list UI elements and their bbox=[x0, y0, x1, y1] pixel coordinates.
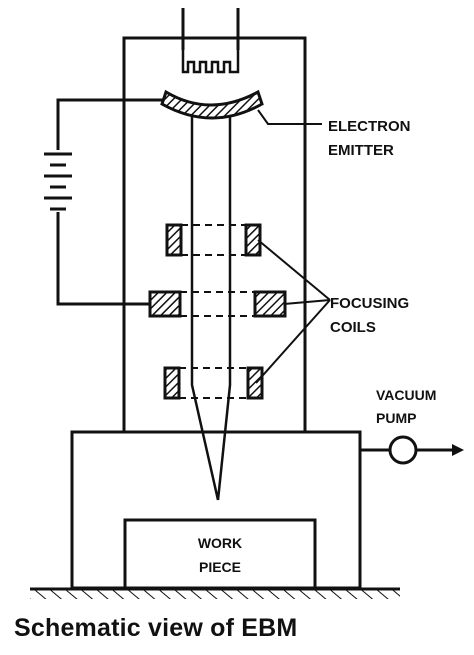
coils-leaders bbox=[255, 239, 331, 384]
focusing-coil-middle bbox=[148, 290, 287, 318]
filament-heater bbox=[181, 50, 240, 74]
electron-beam bbox=[190, 116, 232, 501]
ground-hatching bbox=[30, 590, 400, 599]
label-emitter-line2: EMITTER bbox=[328, 142, 394, 159]
vacuum-pump-icon bbox=[388, 435, 418, 465]
emitter-leader bbox=[257, 109, 322, 125]
power-circuit-wire bbox=[56, 98, 164, 150]
battery-symbol bbox=[44, 152, 72, 211]
label-work-line1: WORK bbox=[198, 535, 242, 551]
focusing-coil-upper bbox=[165, 223, 262, 257]
column-housing bbox=[122, 36, 307, 432]
pump-arrow-icon bbox=[452, 444, 464, 456]
figure-caption: Schematic view of EBM bbox=[14, 614, 298, 642]
label-piece-line2: PIECE bbox=[199, 559, 241, 575]
label-electron-line1: ELECTRON bbox=[328, 118, 411, 135]
coil-return-wire bbox=[56, 212, 150, 306]
electron-emitter bbox=[160, 89, 264, 120]
label-vacuum-line1: VACUUM bbox=[376, 387, 436, 403]
work-piece bbox=[123, 518, 317, 590]
filament-leads bbox=[181, 8, 240, 50]
label-pump-line2: PUMP bbox=[376, 410, 416, 426]
label-focusing-line1: FOCUSING bbox=[330, 295, 409, 312]
focusing-coil-lower bbox=[163, 366, 264, 400]
label-coils-line2: COILS bbox=[330, 319, 376, 336]
